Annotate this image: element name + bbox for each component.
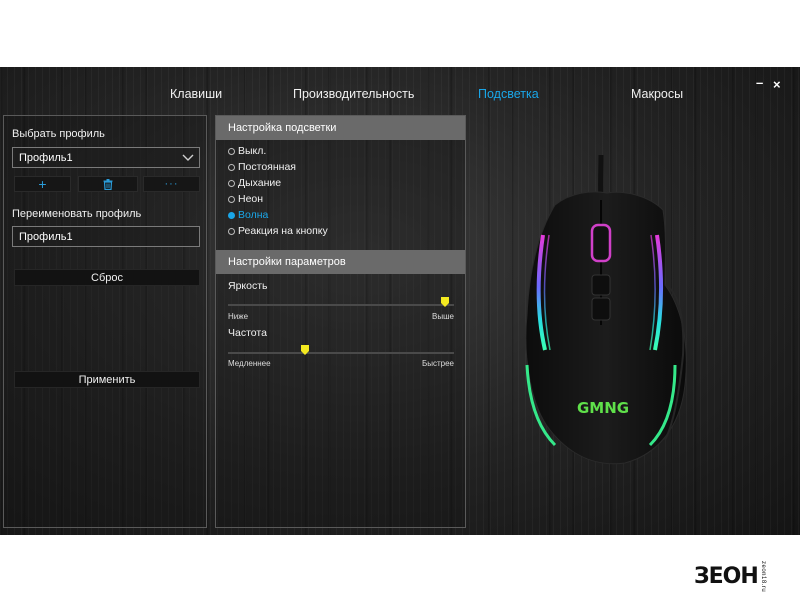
frequency-max-label: Быстрее [421, 359, 454, 368]
radio-lighting-reactive[interactable]: Реакция на кнопку [228, 225, 328, 237]
brightness-max-label: Выше [432, 312, 454, 321]
profile-dropdown-value: Профиль1 [19, 152, 73, 164]
radio-dot-icon [228, 195, 235, 203]
chevron-down-icon [182, 154, 194, 161]
radio-label: Постоянная [238, 161, 296, 173]
brightness-slider[interactable] [228, 297, 454, 307]
profile-panel: Выбрать профиль Профиль1 + ··· Переимено… [3, 115, 207, 528]
frequency-min-label: Медленнее [228, 359, 271, 368]
more-icon: ··· [164, 178, 179, 190]
brightness-min-label: Ниже [228, 312, 249, 321]
radio-lighting-static[interactable]: Постоянная [228, 161, 296, 173]
radio-label: Выкл. [238, 145, 267, 157]
add-icon: + [38, 176, 47, 192]
reset-button[interactable]: Сброс [14, 269, 200, 286]
app-window: – × Клавиши Производительность Подсветка… [0, 67, 800, 535]
radio-lighting-breathing[interactable]: Дыхание [228, 177, 281, 189]
radio-dot-icon [228, 179, 235, 187]
radio-dot-icon [228, 227, 235, 235]
radio-lighting-wave[interactable]: Волна [228, 209, 268, 221]
select-profile-label: Выбрать профиль [12, 128, 105, 140]
rename-profile-label: Переименовать профиль [12, 208, 142, 220]
radio-lighting-neon[interactable]: Неон [228, 193, 263, 205]
apply-button[interactable]: Применить [14, 371, 200, 388]
profile-dropdown[interactable]: Профиль1 [12, 147, 200, 168]
tab-macros[interactable]: Макросы [631, 87, 684, 101]
trash-icon [103, 178, 113, 190]
tab-performance[interactable]: Производительность [293, 87, 415, 101]
radio-label: Волна [238, 209, 269, 221]
radio-label: Дыхание [238, 177, 282, 189]
rename-profile-input[interactable] [12, 226, 200, 247]
frequency-label: Частота [228, 327, 267, 339]
brand-logo-subtext: zeon18.ru [759, 561, 766, 593]
brand-logo-text: ЗЕОН [694, 563, 759, 589]
close-button[interactable]: × [773, 77, 781, 92]
minimize-button[interactable]: – [756, 75, 764, 90]
more-options-button[interactable]: ··· [143, 176, 200, 192]
radio-label: Неон [238, 193, 264, 205]
mouse-logo-text: GMNG [577, 399, 629, 417]
frequency-slider[interactable] [228, 345, 454, 355]
tab-keys[interactable]: Клавиши [170, 87, 223, 101]
tab-lighting[interactable]: Подсветка [478, 87, 539, 101]
brightness-label: Яркость [228, 280, 268, 292]
radio-label: Реакция на кнопку [238, 225, 328, 237]
radio-dot-icon [228, 147, 235, 155]
gaming-mouse-illustration: GMNG [525, 154, 687, 465]
lighting-settings-header: Настройка подсветки [216, 116, 465, 140]
radio-dot-icon [228, 211, 235, 219]
mouse-preview-image: GMNG [515, 154, 700, 467]
brand-logo: ЗЕОН zeon18.ru [694, 561, 766, 592]
add-profile-button[interactable]: + [14, 176, 71, 192]
parameter-settings-header: Настройки параметров [216, 250, 465, 274]
radio-dot-icon [228, 163, 235, 171]
delete-profile-button[interactable] [78, 176, 138, 192]
radio-lighting-off[interactable]: Выкл. [228, 145, 266, 157]
lighting-panel: Настройка подсветки Выкл. Постоянная Дых… [215, 115, 466, 528]
